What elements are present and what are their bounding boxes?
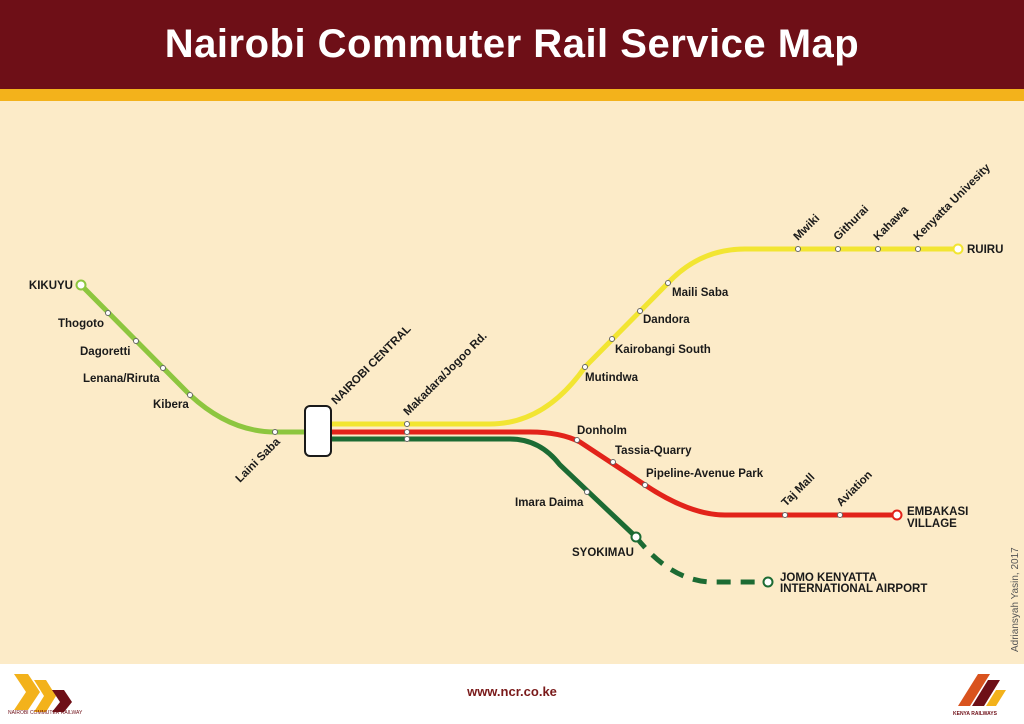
label-kahawa: Kahawa xyxy=(872,203,912,243)
station-dot-kariobangi[interactable] xyxy=(609,336,615,342)
label-kenyatta-university: Kenyatta Univesity xyxy=(912,161,994,243)
label-jkia-2: INTERNATIONAL AIRPORT xyxy=(780,583,927,595)
station-dot-embakasi[interactable] xyxy=(891,509,903,521)
label-imara-daima: Imara Daima xyxy=(515,497,584,509)
station-dot-ruiru[interactable] xyxy=(952,243,964,255)
label-mutindwa: Mutindwa xyxy=(585,372,639,384)
kikuyu-line xyxy=(78,282,308,435)
title-bar: Nairobi Commuter Rail Service Map xyxy=(0,0,1024,89)
station-dot-makadara-r[interactable] xyxy=(404,429,410,435)
station-dot-dagoretti[interactable] xyxy=(133,338,139,344)
label-aviation: Aviation xyxy=(835,469,875,509)
label-maili-saba: Maili Saba xyxy=(672,287,729,299)
station-dot-jkia[interactable] xyxy=(762,576,774,588)
label-tassia: Tassia-Quarry xyxy=(615,445,692,457)
footer: NAIROBI COMMUTER RAILWAY www.ncr.co.ke K… xyxy=(0,664,1024,724)
station-dot-imara-daima[interactable] xyxy=(584,489,590,495)
ncr-logo-text: NAIROBI COMMUTER RAILWAY xyxy=(8,710,83,716)
nairobi-central-station[interactable] xyxy=(304,405,332,457)
label-kariobangi: Kairobangi South xyxy=(615,344,711,356)
station-dot-thogoto[interactable] xyxy=(105,310,111,316)
map-title: Nairobi Commuter Rail Service Map xyxy=(164,22,860,66)
kenya-railways-logo-text: KENYA RAILWAYS xyxy=(953,711,997,717)
label-thogoto: Thogoto xyxy=(58,318,104,330)
label-kikuyu: KIKUYU xyxy=(29,280,73,292)
label-kibera: Kibera xyxy=(153,399,189,411)
station-dot-maili-saba[interactable] xyxy=(665,280,671,286)
station-dot-syokimau[interactable] xyxy=(630,531,642,543)
station-dot-donholm[interactable] xyxy=(574,437,580,443)
label-pipeline: Pipeline-Avenue Park xyxy=(646,468,764,480)
label-donholm: Donholm xyxy=(577,425,627,437)
label-taj-mall: Taj Mall xyxy=(780,471,818,509)
station-dot-kibera[interactable] xyxy=(187,392,193,398)
label-syokimau: SYOKIMAU xyxy=(572,547,634,559)
station-dot-taj-mall[interactable] xyxy=(782,512,788,518)
station-dot-mutindwa[interactable] xyxy=(582,364,588,370)
label-nairobi-central: NAIROBI CENTRAL xyxy=(330,323,414,407)
label-mwiki: Mwiki xyxy=(792,212,823,243)
label-laini-saba: Laini Saba xyxy=(234,436,284,486)
kenya-railways-logo-icon[interactable] xyxy=(950,666,1010,722)
station-dot-makadara-g[interactable] xyxy=(404,436,410,442)
station-dot-dandora[interactable] xyxy=(637,308,643,314)
label-embakasi-2: VILLAGE xyxy=(907,518,957,530)
station-dot-kenyatta-university[interactable] xyxy=(915,246,921,252)
station-dot-pipeline[interactable] xyxy=(642,482,648,488)
label-lenana: Lenana/Riruta xyxy=(83,373,160,385)
label-embakasi-1: EMBAKASI xyxy=(907,506,968,518)
website-link[interactable]: www.ncr.co.ke xyxy=(467,684,557,699)
station-dot-aviation[interactable] xyxy=(837,512,843,518)
label-ruiru: RUIRU xyxy=(967,244,1003,256)
station-dot-kahawa[interactable] xyxy=(875,246,881,252)
author-credit: Adriansyah Yasin, 2017 xyxy=(1010,547,1021,652)
station-dot-githurai[interactable] xyxy=(835,246,841,252)
label-githurai: Githurai xyxy=(832,203,872,243)
syokimau-line xyxy=(328,436,639,540)
label-dagoretti: Dagoretti xyxy=(80,346,130,358)
rail-map: KIKUYU Thogoto Dagoretti Lenana/Riruta K… xyxy=(29,161,1004,595)
station-dot-mwiki[interactable] xyxy=(795,246,801,252)
label-makadara: Makadara/Jogoo Rd. xyxy=(402,330,490,418)
station-dot-lenana[interactable] xyxy=(160,365,166,371)
embakasi-line xyxy=(328,429,900,518)
label-dandora: Dandora xyxy=(643,314,690,326)
station-dot-laini-saba[interactable] xyxy=(272,429,278,435)
station-dot-kikuyu[interactable] xyxy=(75,279,87,291)
ncr-logo-icon[interactable] xyxy=(12,666,82,722)
station-dot-tassia[interactable] xyxy=(610,459,616,465)
accent-stripe xyxy=(0,89,1024,101)
jkia-extension xyxy=(634,535,768,585)
station-dot-makadara-y[interactable] xyxy=(404,421,410,427)
label-jkia-1: JOMO KENYATTA xyxy=(780,572,877,584)
